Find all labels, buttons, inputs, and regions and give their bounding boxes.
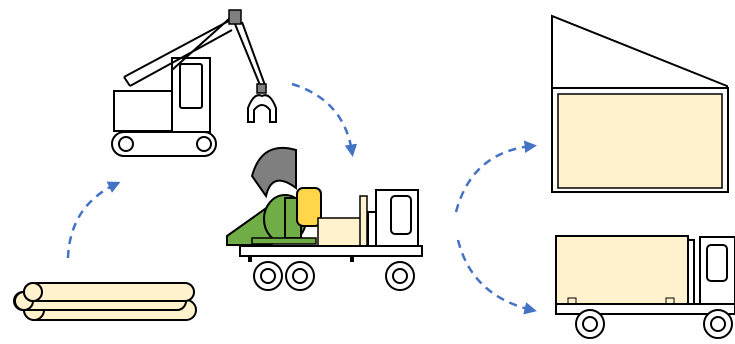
arrow-crane-to-chipper (292, 84, 352, 152)
wood-chipper-truck-icon (227, 148, 422, 290)
arrow-chipper-to-truck (458, 240, 532, 310)
log-loader-crane-icon (112, 10, 276, 156)
storage-shed-icon (552, 16, 728, 192)
arrow-logs-to-crane (68, 184, 116, 258)
arrow-chipper-to-shed (456, 146, 532, 212)
log-pile-icon (14, 283, 196, 320)
container-truck-icon (556, 236, 735, 338)
